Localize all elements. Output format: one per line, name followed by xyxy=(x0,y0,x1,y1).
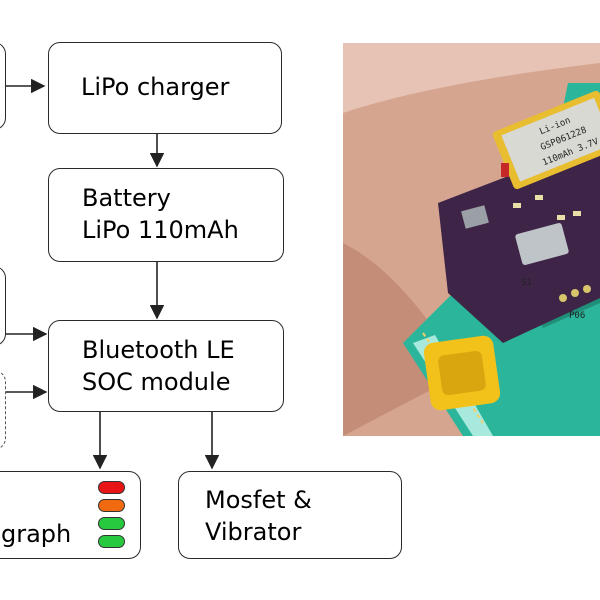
lipo-charger-box: LiPo charger xyxy=(48,42,282,134)
led-green-2 xyxy=(98,535,125,548)
led-orange xyxy=(98,499,125,512)
device-wrist-photo: S1 P06 Li-ion GSP061228 110mAh 3.7V xyxy=(343,43,600,436)
battery-label-line1: Battery xyxy=(82,184,171,212)
board-label-p06: P06 xyxy=(569,311,585,321)
lipo-charger-label: LiPo charger xyxy=(81,73,230,101)
wrist-device-illustration: S1 P06 Li-ion GSP061228 110mAh 3.7V xyxy=(343,43,600,436)
lipo-battery: Li-ion GSP061228 110mAh 3.7V xyxy=(492,90,600,190)
led-red xyxy=(98,481,125,494)
bargraph-label: graph xyxy=(1,520,72,548)
left-input-box-top xyxy=(0,42,6,130)
mosfet-label-line1: Mosfet & xyxy=(205,486,312,514)
led-green-1 xyxy=(98,517,125,530)
mosfet-vibrator-box: Mosfet & Vibrator xyxy=(178,471,402,559)
battery-box: Battery LiPo 110mAh xyxy=(48,168,284,262)
ble-label-line2: SOC module xyxy=(82,368,231,396)
left-input-box-dashed xyxy=(0,370,6,450)
left-input-box-middle xyxy=(0,266,6,346)
ble-soc-box: Bluetooth LE SOC module xyxy=(48,320,284,412)
ble-label-line1: Bluetooth LE xyxy=(82,336,235,364)
board-label-s1: S1 xyxy=(521,278,532,288)
battery-label-line2: LiPo 110mAh xyxy=(82,216,239,244)
mosfet-label-line2: Vibrator xyxy=(205,518,302,546)
bargraph-box: graph xyxy=(0,471,141,559)
